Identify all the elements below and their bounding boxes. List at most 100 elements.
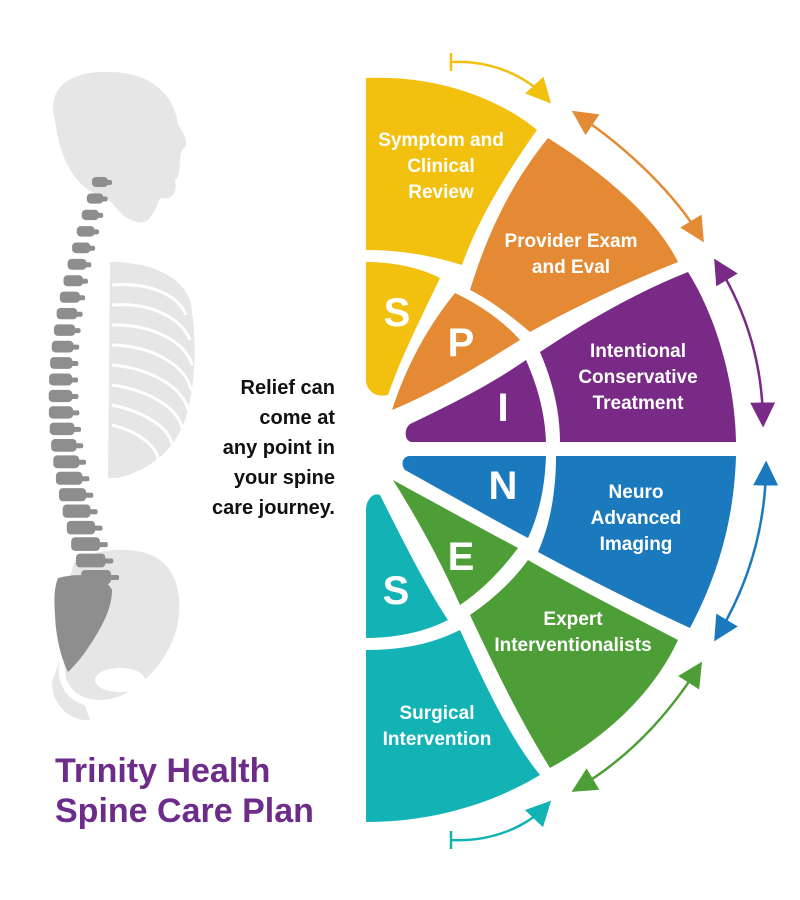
vertebra-process: [70, 361, 79, 366]
vertebra: [53, 324, 76, 336]
segment-symptom: Symptom and Clinical Review S: [366, 77, 537, 396]
vertebra: [92, 177, 108, 187]
arrow-surgical: [449, 800, 552, 849]
vertebra-process: [77, 295, 86, 301]
vertebra: [56, 308, 78, 320]
vertebra-process: [80, 476, 90, 482]
segment-surgical-letter-wedge: [366, 494, 448, 638]
vertebra: [66, 520, 96, 535]
vertebra: [86, 193, 104, 204]
segment-symptom-letter-wedge: [366, 262, 440, 396]
segment-intentional-letter-wedge: [405, 360, 546, 442]
segment-neuro-letter-wedge: [402, 456, 546, 538]
vertebra-process: [73, 328, 81, 334]
segment-provider-letter: P: [448, 321, 475, 365]
arrow-symptom: [449, 53, 552, 104]
vertebra: [67, 258, 87, 270]
vertebra-process: [84, 492, 94, 498]
relief-line-1: Relief can: [241, 377, 335, 399]
segment-symptom-letter: S: [384, 291, 411, 335]
segment-symptom-label-3: Review: [408, 182, 474, 203]
vertebra: [76, 553, 106, 568]
segment-surgical-label-1: Surgical: [400, 703, 475, 724]
vertebra: [51, 340, 74, 353]
rib-lines: [111, 283, 194, 461]
sacrum: [54, 575, 112, 672]
vertebra-process: [98, 542, 108, 548]
segment-intentional-letter: I: [497, 386, 508, 430]
vertebra-process: [72, 426, 81, 432]
segment-symptom-label-1: Symptom and: [378, 130, 504, 151]
segment-provider-label-2: and Eval: [532, 257, 610, 278]
vertebrae: [48, 177, 120, 584]
vertebra: [49, 373, 73, 386]
title: Trinity Health Spine Care Plan: [55, 752, 314, 830]
arrow-neuro: [714, 460, 779, 642]
vertebra-process: [74, 443, 84, 449]
arrow-expert: [571, 661, 703, 792]
vertebra-process: [106, 180, 112, 185]
relief-line-3: any point in: [223, 437, 335, 459]
segment-neuro: Neuro Advanced Imaging N: [402, 456, 736, 628]
skull: [53, 71, 187, 223]
vertebra: [53, 455, 80, 469]
relief-line-4: your spine: [234, 467, 335, 489]
relief-line-5: care journey.: [212, 497, 335, 519]
segment-provider-letter-wedge: [392, 293, 520, 410]
vertebra: [72, 242, 91, 254]
vertebra-process: [71, 410, 80, 416]
segment-provider-label-1: Provider Exam: [504, 231, 637, 252]
vertebra-process: [103, 558, 114, 564]
segment-expert-label-2: Interventionalists: [494, 635, 651, 656]
segment-intentional-outer: [540, 272, 736, 442]
segment-intentional-label-1: Intentional: [590, 341, 686, 362]
vertebra: [48, 389, 73, 403]
vertebra-process: [88, 509, 98, 515]
segment-neuro-label-3: Imaging: [600, 534, 673, 555]
segment-surgical-outer: [366, 630, 540, 822]
segment-surgical: Surgical Intervention S: [366, 494, 540, 822]
vertebra-process: [70, 377, 79, 383]
arrow-provider: [571, 110, 704, 243]
vertebra-process: [84, 262, 92, 268]
vertebra-process: [92, 229, 99, 235]
title-line-1: Trinity Health: [55, 752, 270, 790]
segment-intentional-label-2: Conservative: [578, 367, 697, 388]
segment-neuro-letter: N: [489, 464, 518, 508]
vertebra: [62, 504, 91, 518]
segment-neuro-label-1: Neuro: [609, 482, 664, 503]
title-line-2: Spine Care Plan: [55, 792, 314, 830]
segment-intentional-label-3: Treatment: [593, 393, 684, 414]
segment-neuro-label-2: Advanced: [591, 508, 682, 529]
segment-surgical-letter: S: [383, 569, 410, 613]
vertebra-process: [70, 394, 79, 399]
segment-neuro-outer: [538, 456, 736, 628]
vertebra: [63, 275, 83, 287]
vertebra-process: [81, 278, 88, 284]
segment-symptom-label-2: Clinical: [407, 156, 475, 177]
arrow-intentional: [714, 258, 776, 428]
vertebra: [51, 439, 77, 452]
vertebra-process: [96, 212, 104, 218]
segment-intentional: Intentional Conservative Treatment I: [405, 272, 736, 442]
vertebra: [76, 226, 95, 237]
vertebra-process: [77, 459, 86, 465]
vertebra-process: [71, 344, 80, 350]
spine-skeleton-icon: [48, 71, 195, 721]
vertebra: [71, 537, 100, 551]
vertebra: [81, 209, 99, 221]
vertebra: [55, 471, 83, 485]
segment-surgical-label-2: Intervention: [383, 729, 492, 750]
ribcage: [108, 262, 195, 478]
vertebra-process: [75, 311, 83, 317]
relief-message: Relief can come at any point in your spi…: [212, 377, 335, 519]
vertebra-process: [88, 245, 96, 251]
journey-arrows: [449, 53, 779, 849]
relief-line-2: come at: [259, 407, 335, 429]
vertebra: [59, 291, 80, 303]
vertebra-process: [93, 525, 103, 531]
vertebra: [49, 422, 75, 436]
vertebra-process: [101, 196, 108, 202]
vertebra: [59, 488, 87, 502]
